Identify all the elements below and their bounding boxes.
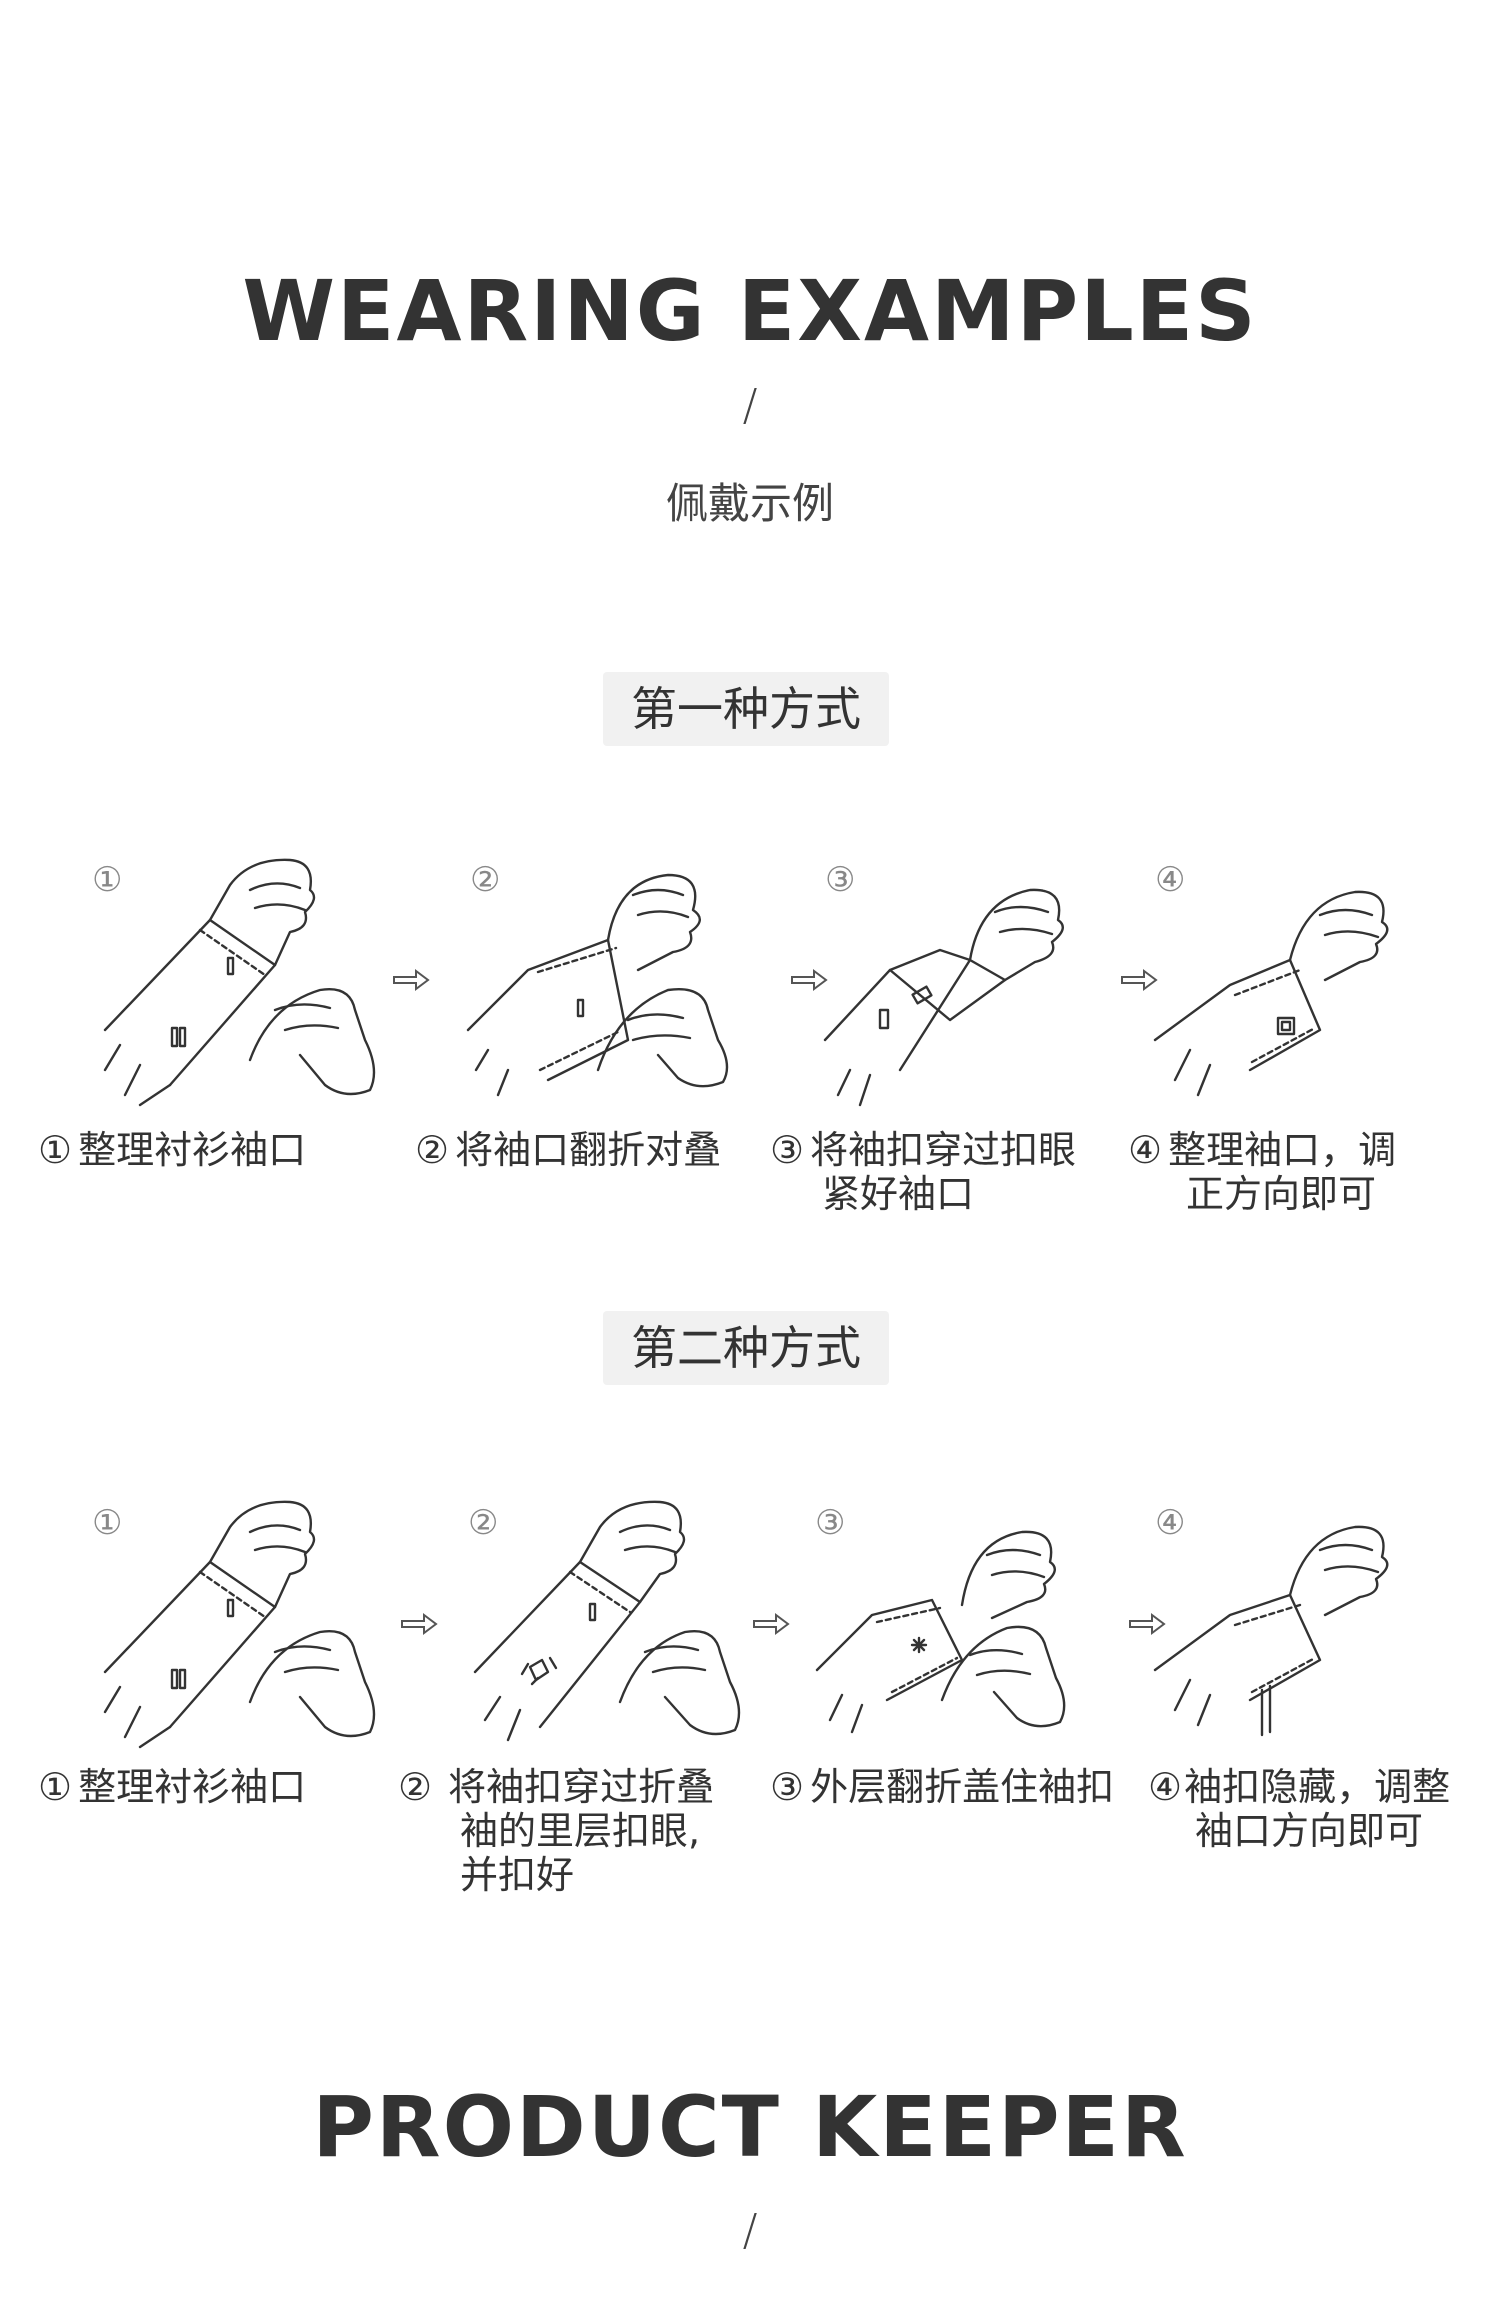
m2-step-2-illustration [470, 1492, 760, 1752]
section-subtitle: 佩戴示例 [665, 479, 834, 528]
right-arrow-icon [393, 969, 430, 991]
m1-step-3-illustration [820, 870, 1110, 1110]
m1-step-3-number: ③ [825, 860, 856, 900]
m2-step-1-illustration [100, 1492, 390, 1752]
right-arrow-icon [401, 1613, 438, 1635]
m2-step-1-number: ① [92, 1503, 123, 1543]
title-divider: / [742, 380, 758, 431]
section-title-wearing-examples: WEARING EXAMPLES [242, 262, 1258, 360]
m1-step-2-illustration [468, 860, 758, 1110]
m2-step-3-number: ③ [815, 1503, 846, 1543]
right-arrow-icon [1129, 1613, 1166, 1635]
method-2-label: 第二种方式 [603, 1311, 889, 1385]
m2-step-4-number: ④ [1155, 1503, 1186, 1543]
right-arrow-icon [1121, 969, 1158, 991]
m2-step-3-illustration [812, 1500, 1112, 1750]
right-arrow-icon [753, 1613, 790, 1635]
m1-step-4-illustration [1150, 870, 1450, 1110]
method-1-label: 第一种方式 [603, 672, 889, 746]
m1-step-4-number: ④ [1155, 860, 1186, 900]
section-title-product-keeper: PRODUCT KEEPER [312, 2078, 1188, 2176]
m1-step-1-number: ① [92, 860, 123, 900]
m1-step-1-illustration [100, 850, 390, 1110]
footer-divider: / [742, 2205, 758, 2256]
m2-step-2-number: ② [468, 1503, 499, 1543]
m2-step-4-caption: ④袖扣隐藏，调整 袖口方向即可 [1148, 1765, 1451, 1853]
m1-step-2-number: ② [470, 860, 501, 900]
m2-step-4-illustration [1150, 1500, 1450, 1750]
right-arrow-icon [791, 969, 828, 991]
